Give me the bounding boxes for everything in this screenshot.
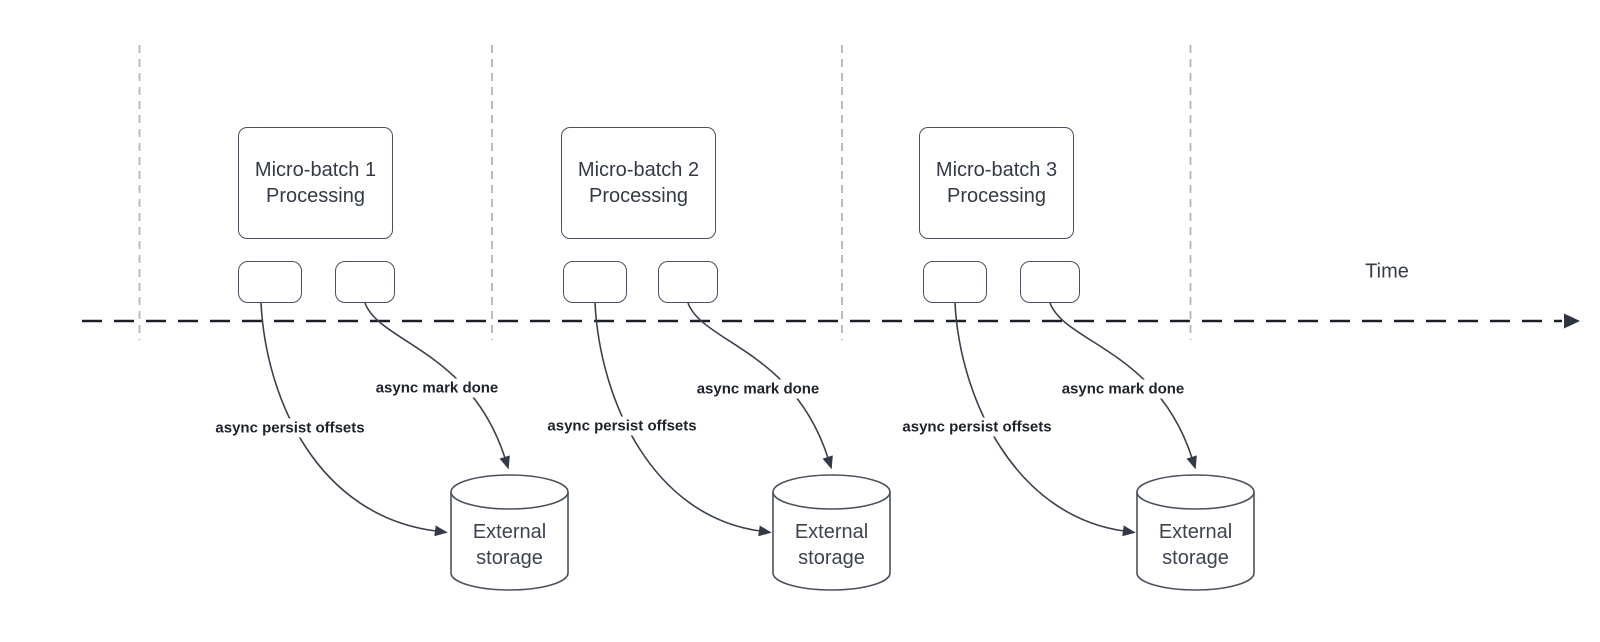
external-storage-label-1: External storage <box>451 519 568 571</box>
micro-batch-2-title-line1: Micro-batch 2 <box>577 159 700 181</box>
persist-offsets-arrow-3 <box>954 302 1136 537</box>
cylinder-top <box>1136 474 1255 510</box>
persist-offsets-label-2: async persist offsets <box>543 416 701 436</box>
cylinder-body <box>1136 492 1255 591</box>
mark-done-label-3: async mark done <box>1057 379 1189 399</box>
mark-done-label-2: async mark done <box>692 379 824 399</box>
micro-batch-3-offsets-task-box <box>923 261 987 303</box>
external-storage-cylinder-3 <box>1136 474 1255 591</box>
micro-batch-3-title-line2: Processing <box>947 185 1046 207</box>
time-gridlines <box>138 45 1192 340</box>
external-storage-label-2: External storage <box>773 519 890 571</box>
micro-batch-1-processing-box: Micro-batch 1 Processing <box>238 127 393 239</box>
group-3-connectors <box>954 302 1197 537</box>
external-storage-label-2-line2: storage <box>798 547 865 569</box>
mark-done-arrow-3 <box>1049 302 1197 470</box>
time-axis <box>82 313 1580 329</box>
external-storage-label-1-line1: External <box>472 521 547 543</box>
micro-batch-1-offsets-task-box <box>238 261 302 303</box>
external-storage-cylinder-1 <box>450 474 569 591</box>
micro-batch-2-title-line2: Processing <box>589 185 688 207</box>
external-storage-label-3-line1: External <box>1158 521 1233 543</box>
group-1-connectors <box>260 302 510 537</box>
external-storage-label-3-line2: storage <box>1162 547 1229 569</box>
time-axis-arrowhead-icon <box>1564 313 1580 329</box>
cylinder-top <box>772 474 891 510</box>
group-2-connectors <box>594 302 833 537</box>
micro-batch-2-processing-box: Micro-batch 2 Processing <box>561 127 716 239</box>
micro-batch-3-title-line1: Micro-batch 3 <box>935 159 1058 181</box>
micro-batch-1-title-line2: Processing <box>266 185 365 207</box>
external-storage-cylinder-2 <box>772 474 891 591</box>
persist-offsets-label-3: async persist offsets <box>898 417 1056 437</box>
micro-batch-2-done-task-box <box>658 261 718 303</box>
persist-offsets-arrow-1 <box>260 302 448 537</box>
external-storage-label-2-line1: External <box>794 521 869 543</box>
persist-offsets-label-1: async persist offsets <box>211 418 369 438</box>
micro-batch-3-processing-box: Micro-batch 3 Processing <box>919 127 1074 239</box>
cylinder-top <box>450 474 569 510</box>
storage-cylinders <box>450 474 1255 591</box>
cylinder-body <box>772 492 891 591</box>
micro-batch-2-offsets-task-box <box>563 261 627 303</box>
micro-batch-3-done-task-box <box>1020 261 1080 303</box>
cylinder-body <box>450 492 569 591</box>
persist-offsets-arrow-2 <box>594 302 772 537</box>
mark-done-arrow-2 <box>687 302 833 470</box>
external-storage-label-1-line2: storage <box>476 547 543 569</box>
external-storage-label-3: External storage <box>1137 519 1254 571</box>
mark-done-label-1: async mark done <box>371 378 503 398</box>
time-axis-label: Time <box>1365 260 1409 283</box>
mark-done-arrow-1 <box>364 302 510 470</box>
micro-batch-1-done-task-box <box>335 261 395 303</box>
micro-batch-1-title-line1: Micro-batch 1 <box>254 159 377 181</box>
